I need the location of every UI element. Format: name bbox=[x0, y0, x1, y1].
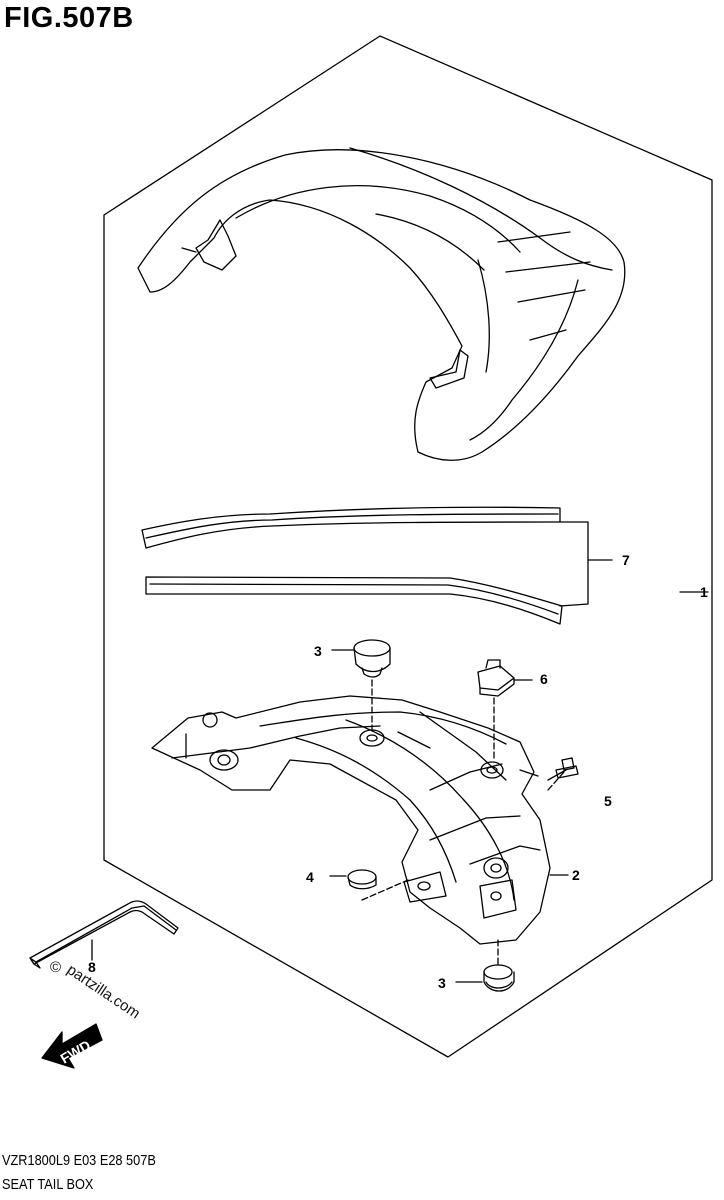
callout-7: 7 bbox=[622, 552, 630, 568]
trim-strips bbox=[141, 506, 563, 625]
callout-5: 5 bbox=[604, 793, 612, 809]
bolt bbox=[555, 757, 579, 779]
cushion-guide bbox=[361, 879, 409, 901]
fwd-arrow-icon bbox=[41, 1023, 103, 1069]
callout-3a: 3 bbox=[314, 643, 322, 659]
bolt-guide bbox=[547, 769, 567, 781]
trim-strip-upper bbox=[141, 506, 561, 549]
tail-box-frame bbox=[151, 695, 551, 945]
callout-1: 1 bbox=[700, 584, 708, 600]
callout-4: 4 bbox=[306, 869, 314, 885]
seat-tail-cover bbox=[137, 147, 626, 461]
callout-8: 8 bbox=[88, 959, 96, 975]
watermark-text: partzilla.com bbox=[64, 961, 143, 1022]
grommet-upper bbox=[353, 639, 391, 678]
figure-title: FIG.507B bbox=[4, 2, 134, 34]
trim-strip-lower bbox=[145, 576, 563, 625]
clip-nut bbox=[477, 659, 515, 697]
watermark-copyright: © bbox=[50, 959, 61, 976]
grommet-lower bbox=[483, 964, 515, 992]
trim-callout-bracket bbox=[559, 521, 589, 607]
hex-wrench bbox=[29, 900, 179, 969]
callout-6: 6 bbox=[540, 671, 548, 687]
cushion bbox=[347, 869, 377, 890]
callout-2: 2 bbox=[572, 867, 580, 883]
figure-code: VZR1800L9 E03 E28 507B bbox=[2, 1152, 156, 1169]
kit-boundary-frame bbox=[103, 35, 713, 1058]
figure-name: SEAT TAIL BOX bbox=[2, 1176, 94, 1193]
callout-3b: 3 bbox=[438, 975, 446, 991]
